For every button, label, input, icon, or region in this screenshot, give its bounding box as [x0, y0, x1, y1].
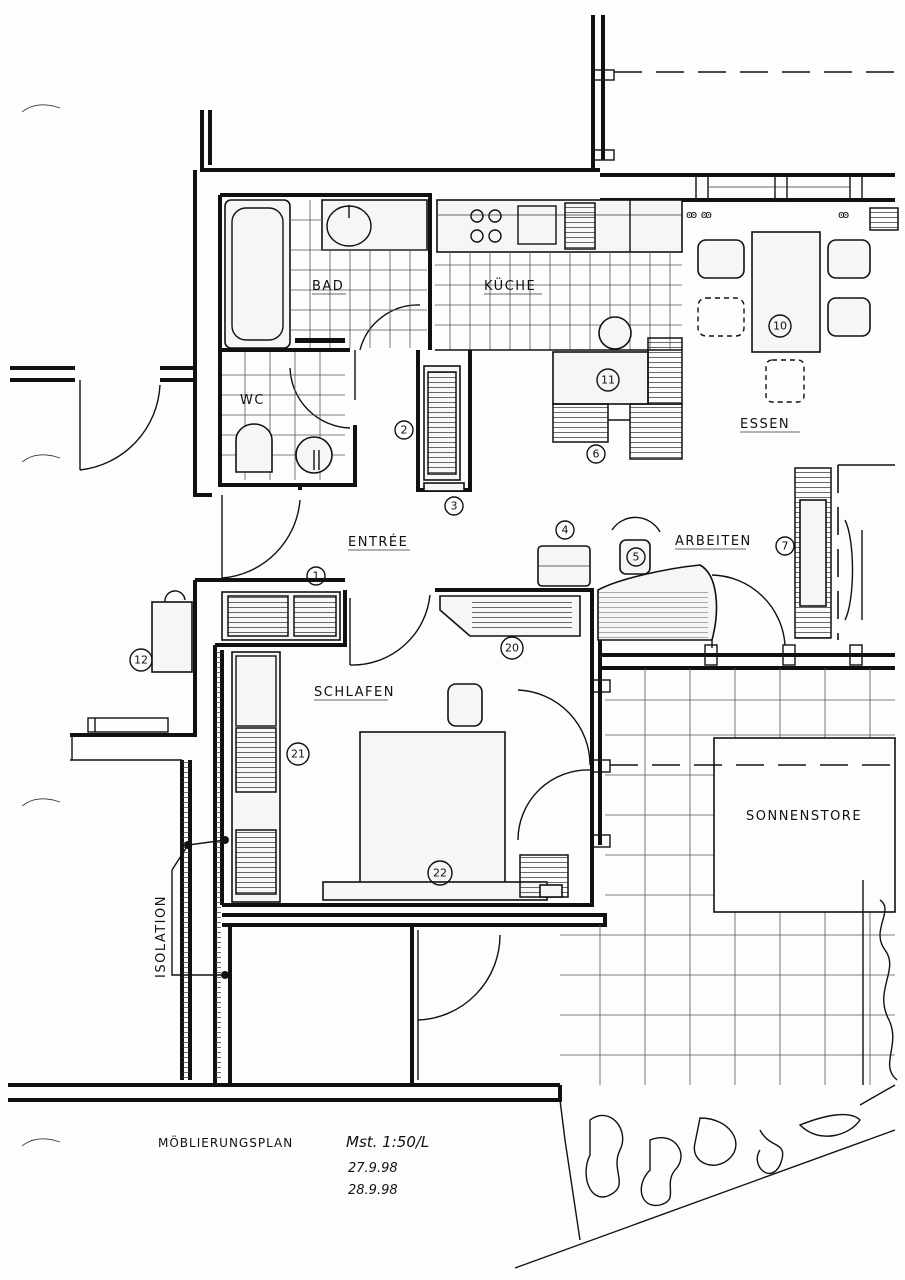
furniture-number-12: 12	[134, 654, 148, 667]
furniture-numbers: 1 2 3 4 5 6 7 10 11 12 20 21 22	[129, 314, 795, 886]
plan-scale: Mst. 1:50/L	[346, 1133, 429, 1151]
doors	[79, 304, 786, 1080]
room-label-entree: ENTRÉE	[348, 534, 408, 550]
plan-date-1: 27.9.98	[348, 1161, 398, 1176]
furniture-number-5: 5	[633, 551, 640, 564]
room-label-sonnenstore: SONNENSTORE	[746, 809, 862, 824]
room-label-isolation: ISOLATION	[154, 895, 169, 978]
svg-text:ꙭ: ꙭ	[838, 208, 849, 221]
furniture-number-2: 2	[401, 424, 408, 437]
walls	[8, 15, 895, 1102]
plan-title: MÖBLIERUNGSPLAN	[158, 1134, 293, 1150]
terrace	[514, 668, 898, 1269]
furniture-number-21: 21	[291, 748, 305, 761]
svg-text:ꙭ ꙭ: ꙭ ꙭ	[686, 208, 712, 221]
title-block: MÖBLIERUNGSPLAN Mst. 1:50/L 27.9.98 28.9…	[158, 1133, 429, 1198]
wc-room	[222, 352, 345, 480]
furniture-number-10: 10	[773, 320, 787, 333]
room-label-kueche: KÜCHE	[484, 277, 536, 294]
room-label-arbeiten: ARBEITEN	[675, 534, 752, 549]
punch-marks	[21, 104, 61, 1147]
room-label-schlafen: SCHLAFEN	[314, 685, 395, 700]
bathroom	[224, 199, 428, 349]
furniture-number-11: 11	[601, 374, 615, 387]
furniture-number-20: 20	[505, 642, 519, 655]
furniture-number-4: 4	[562, 524, 569, 537]
room-label-wc: WC	[240, 393, 265, 408]
room-label-essen: ESSEN	[740, 417, 790, 432]
isolation-leader	[171, 836, 229, 979]
furniture-number-7: 7	[782, 540, 789, 553]
cabinet-12	[87, 590, 193, 733]
room-labels: BAD KÜCHE WC ENTRÉE ESSEN ARBEITEN SCHLA…	[154, 277, 862, 978]
furniture-number-6: 6	[593, 448, 600, 461]
isolation-strip	[183, 650, 221, 1080]
furniture-number-22: 22	[433, 867, 447, 880]
plan-date-2: 28.9.98	[348, 1183, 398, 1198]
furniture-number-1: 1	[313, 570, 320, 583]
room-label-bad: BAD	[312, 279, 344, 294]
furniture-number-3: 3	[451, 500, 458, 513]
work-area	[537, 464, 895, 641]
dining: ꙭ ꙭ ꙭ	[686, 207, 899, 403]
kitchen	[423, 199, 683, 492]
bedroom	[221, 591, 581, 903]
